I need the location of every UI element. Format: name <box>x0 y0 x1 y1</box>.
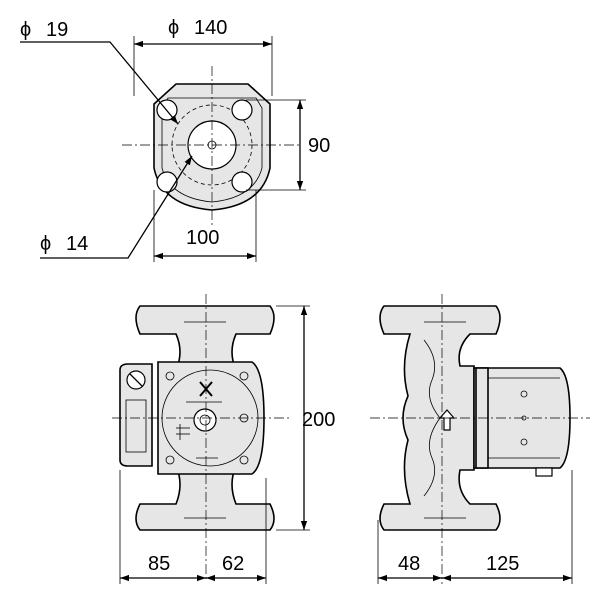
flange-face-view <box>20 36 306 262</box>
bolt-hole-leader <box>20 41 179 125</box>
flange-bolt-hole <box>231 171 253 193</box>
diameter-symbol-19: ϕ <box>20 19 31 41</box>
dim-label-center-to-right: 62 <box>222 553 244 575</box>
dim-label-bolt-horizontal-spacing: 100 <box>186 227 219 249</box>
flange-bolt-hole <box>231 99 253 121</box>
dim-label-left-to-center: 85 <box>148 553 170 575</box>
dim-label-port-diameter: 14 <box>66 233 88 255</box>
flange-bolt-hole <box>156 171 178 193</box>
side-terminal-cap <box>535 467 553 477</box>
dim-label-bolt-vertical-spacing: 90 <box>308 135 330 157</box>
dim-label-overall-height: 200 <box>302 409 335 431</box>
pump-side-view <box>370 294 590 584</box>
diameter-symbol-140: ϕ <box>168 17 179 39</box>
dim-label-flange-width: 140 <box>194 17 227 39</box>
dim-label-center-to-motor-end: 125 <box>486 553 519 575</box>
dim-label-side-flange-to-center: 48 <box>398 553 420 575</box>
port-leader <box>40 155 193 259</box>
diameter-symbol-14: ϕ <box>40 233 51 255</box>
dim-label-bolt-hole-diameter: 19 <box>46 19 68 41</box>
motor-center-plug <box>193 408 217 432</box>
pump-front-view <box>112 294 310 584</box>
control-box <box>119 363 153 467</box>
